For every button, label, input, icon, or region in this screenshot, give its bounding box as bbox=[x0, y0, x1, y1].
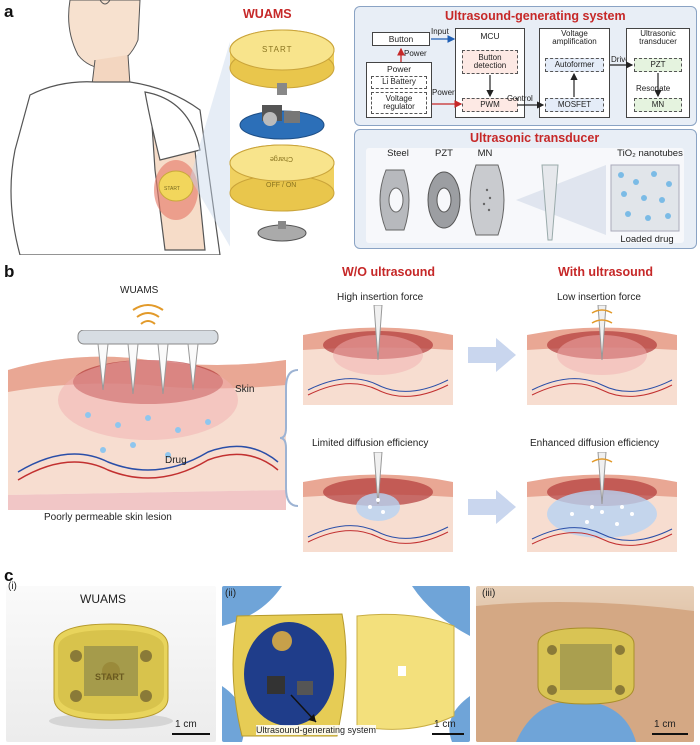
ultrasonic-transducer-label: Ultrasonic transducer bbox=[639, 29, 677, 47]
limited-diffusion-label: Limited diffusion efficiency bbox=[312, 438, 429, 449]
drug-label: Drug bbox=[165, 455, 187, 466]
scalebar-ii bbox=[432, 733, 464, 735]
photo-i-wuams: WUAMS bbox=[80, 592, 126, 606]
ugs-pointer-arrow bbox=[290, 694, 317, 723]
with-ultrasound-title: With ultrasound bbox=[558, 265, 654, 279]
photo-ii bbox=[222, 586, 470, 742]
panel-b-letter: b bbox=[4, 262, 15, 281]
button-box: Button bbox=[372, 32, 430, 46]
transducer-title: Ultrasonic transducer bbox=[470, 131, 600, 145]
pzt-label: PZT bbox=[435, 148, 453, 159]
photo-ii-label: (ii) bbox=[225, 588, 237, 599]
human-arm-illustration bbox=[10, 0, 230, 255]
off-on-text: OFF / ON bbox=[266, 182, 297, 189]
loaded-drug-label: Loaded drug bbox=[620, 234, 674, 245]
device-photo-iii bbox=[476, 602, 694, 742]
photo-iii bbox=[476, 586, 694, 742]
scale-i-label: 1 cm bbox=[175, 719, 197, 730]
power-to-mcu-label: Power bbox=[432, 88, 455, 97]
control-label: Control bbox=[507, 94, 533, 103]
input-label: Input bbox=[431, 27, 449, 36]
tio2-label: TiO₂ nanotubes bbox=[617, 148, 683, 159]
button-detection-box: Button detection bbox=[462, 50, 518, 74]
arrow-high-to-low bbox=[468, 338, 516, 372]
drive-label: Drive bbox=[611, 55, 630, 64]
panel-b-bracket bbox=[280, 369, 299, 507]
wuams-label-b: WUAMS bbox=[120, 285, 159, 296]
skin-label: Skin bbox=[235, 384, 255, 395]
autoformer-box: Autoformer bbox=[545, 58, 604, 72]
li-battery-box: Li Battery bbox=[371, 76, 427, 89]
skin-block-low-force bbox=[527, 305, 677, 405]
transducer-components bbox=[379, 164, 680, 241]
lesion-label: Poorly permeable skin lesion bbox=[44, 512, 172, 523]
low-force-label: Low insertion force bbox=[557, 292, 641, 303]
photo-i-start: START bbox=[95, 672, 125, 682]
device-photo-ii bbox=[222, 586, 470, 742]
panel-c-letter: c bbox=[4, 566, 14, 585]
scalebar-i bbox=[172, 733, 210, 735]
device-title: WUAMS bbox=[243, 7, 292, 21]
high-force-label: High insertion force bbox=[337, 292, 424, 303]
skin-block-enhanced bbox=[527, 452, 677, 552]
steel-label: Steel bbox=[387, 148, 409, 159]
mn-label: MN bbox=[477, 148, 493, 159]
scalebar-iii bbox=[652, 733, 688, 735]
mcu-label: MCU bbox=[480, 31, 500, 41]
ugs-label: Ultrasound-generating system bbox=[256, 725, 377, 735]
charge-text: Charge bbox=[270, 155, 293, 162]
pzt-box: PZT bbox=[634, 58, 682, 72]
panel-a-letter: a bbox=[4, 2, 14, 21]
voltage-amp-label: Voltage amplification bbox=[552, 29, 597, 47]
skin-lesion-illustration bbox=[8, 330, 286, 510]
photo-iii-label: (iii) bbox=[482, 588, 496, 599]
power-arrow-label: Power bbox=[404, 49, 427, 58]
photo-i bbox=[6, 586, 216, 742]
wuams-exploded-view bbox=[229, 29, 335, 242]
arrow-limited-to-enhanced bbox=[468, 490, 516, 524]
skin-block-limited bbox=[303, 452, 453, 552]
resonate-label: Resonate bbox=[636, 84, 671, 93]
wo-ultrasound-title: W/O ultrasound bbox=[342, 265, 436, 279]
mosfet-box: MOSFET bbox=[545, 98, 604, 112]
device-photo-i bbox=[49, 623, 173, 729]
mn-box: MN bbox=[634, 98, 682, 112]
photo-i-label: (i) bbox=[8, 581, 17, 592]
system-arrows bbox=[397, 35, 662, 109]
arm-device-start-text: START bbox=[164, 186, 180, 192]
scale-iii-label: 1 cm bbox=[654, 719, 676, 730]
scale-ii-label: 1 cm bbox=[434, 719, 456, 730]
power-group-label: Power bbox=[386, 64, 412, 74]
ultrasound-waves-icon bbox=[132, 304, 164, 325]
pwm-box: PWM bbox=[462, 98, 518, 112]
skin-block-high-force bbox=[303, 305, 453, 405]
voltage-regulator-box: Voltage regulator bbox=[371, 92, 427, 114]
system-title: Ultrasound-generating system bbox=[445, 9, 626, 23]
enhanced-diffusion-label: Enhanced diffusion efficiency bbox=[530, 438, 660, 449]
start-text: START bbox=[262, 45, 293, 54]
